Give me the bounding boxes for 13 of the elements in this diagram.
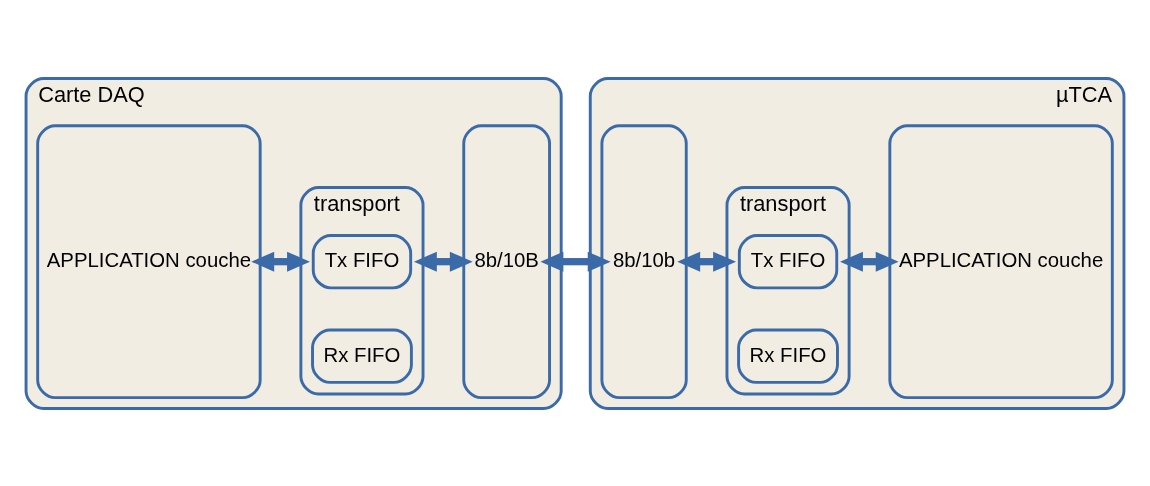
node-box: APPLICATION couche [36,123,262,399]
arrow [840,251,899,272]
node-box: Rx FIFO [737,328,839,384]
node-box: APPLICATION couche [888,123,1114,399]
node-box: Tx FIFO [311,233,413,289]
node-box: Tx FIFO [737,233,839,289]
node-box: 8b/10b [600,123,688,399]
arrow [413,251,473,272]
arrow [540,251,611,272]
arrow [677,251,737,272]
node-box: 8b/10B [462,123,551,399]
arrow [251,251,310,272]
node-box: Rx FIFO [311,328,413,384]
